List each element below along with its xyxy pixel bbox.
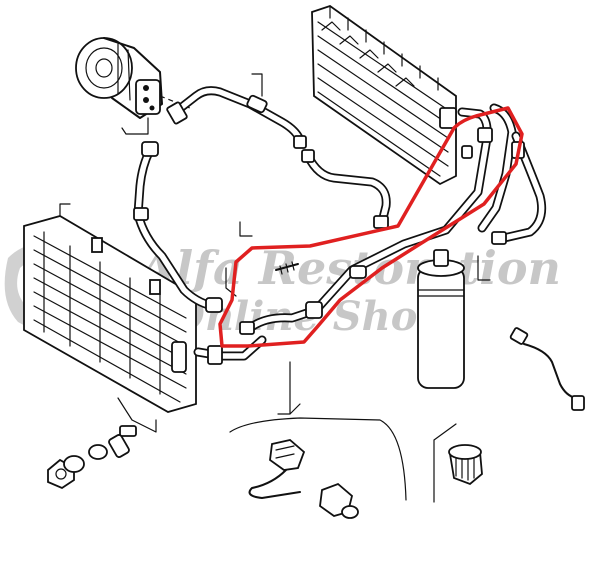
- discharge-line: [133, 141, 223, 313]
- evaporator: [311, 5, 457, 186]
- suction-line-lower: [301, 149, 391, 229]
- condenser: [23, 215, 197, 413]
- leader-line: [59, 203, 71, 217]
- pressure-switch-right: [509, 327, 585, 411]
- receiver-drier: [417, 249, 465, 389]
- highlight-outline: [218, 106, 524, 348]
- small-parts: [47, 425, 137, 490]
- leader-line: [117, 397, 157, 433]
- suction-line-upper: [166, 73, 307, 149]
- liquid-line-lower: [193, 335, 267, 365]
- leader-line: [121, 117, 149, 135]
- fitting: [275, 261, 299, 275]
- leader-line: [477, 255, 491, 281]
- drier-cap: [433, 423, 483, 503]
- pressure-switch-detail: [229, 361, 407, 519]
- compressor: [75, 37, 191, 119]
- leader-line: [239, 221, 253, 237]
